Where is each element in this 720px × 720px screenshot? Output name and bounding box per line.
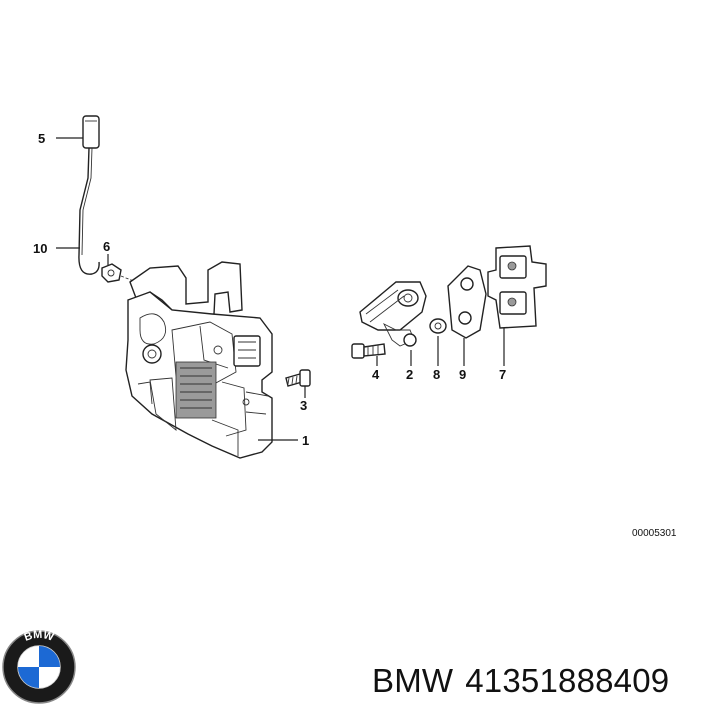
callout-1: 1 <box>302 433 309 448</box>
part-8-washer <box>429 318 447 334</box>
part-5-cap <box>82 115 100 149</box>
callout-4: 4 <box>372 367 380 382</box>
callout-2: 2 <box>406 367 413 382</box>
diagram-code: 00005301 <box>632 528 677 539</box>
part-6-clip <box>101 263 122 283</box>
bmw-logo: BMW <box>2 629 76 704</box>
callout-5: 5 <box>38 131 45 146</box>
callout-8: 8 <box>433 367 440 382</box>
part-10-rod <box>78 147 100 275</box>
part-9-plate <box>447 265 487 339</box>
callout-9: 9 <box>459 367 466 382</box>
part-1-door-lock <box>125 261 273 459</box>
callout-7: 7 <box>499 367 506 382</box>
part-7-backing-plate <box>487 245 547 329</box>
brand-name: BMW <box>372 662 454 699</box>
part-4-screw <box>351 343 386 359</box>
callout-3: 3 <box>300 398 307 413</box>
part-number: 41351888409 <box>465 662 670 699</box>
logo-lettering: BMW <box>23 629 56 644</box>
part-caption: BMW 41351888409 <box>372 662 681 706</box>
part-3-screw <box>285 369 311 387</box>
part-2-striker <box>359 281 427 347</box>
callout-10: 10 <box>33 241 47 256</box>
callout-6: 6 <box>103 239 110 254</box>
